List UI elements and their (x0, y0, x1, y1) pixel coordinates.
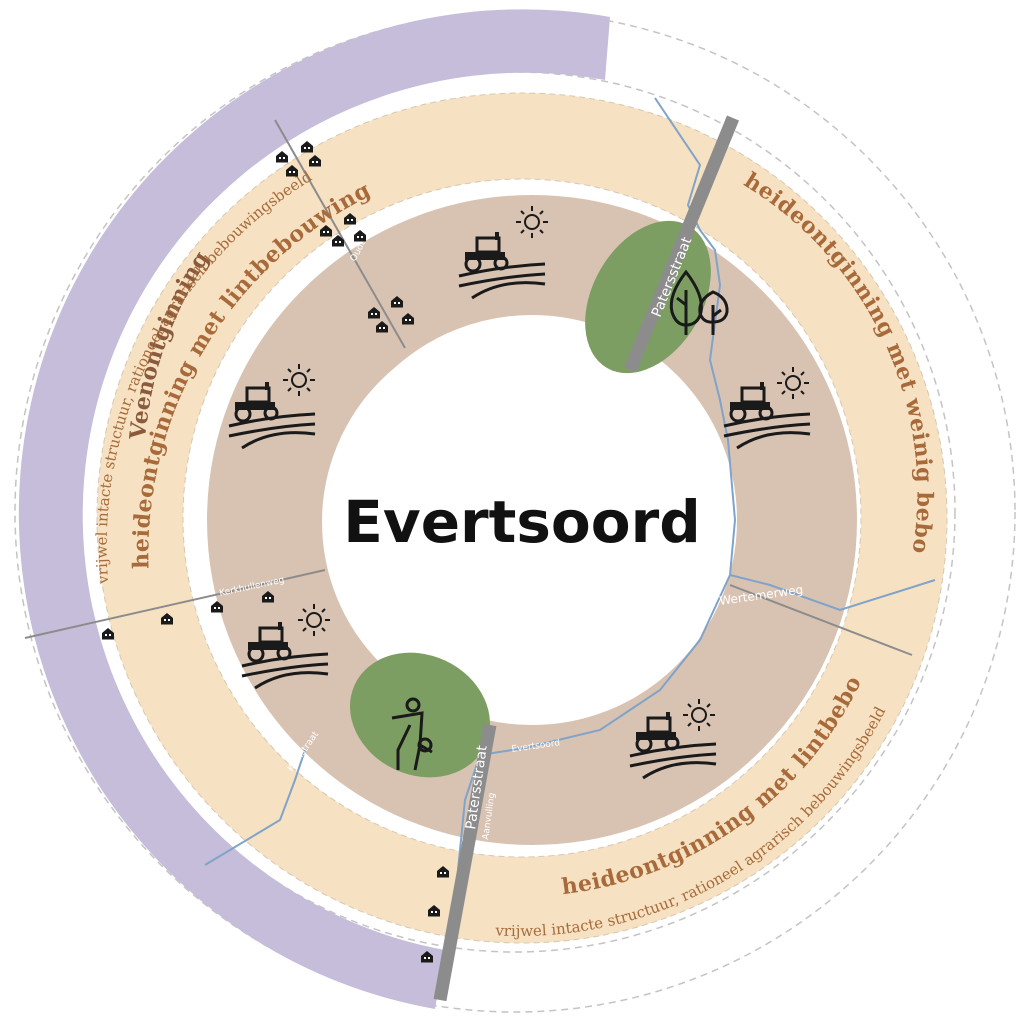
roads (24, 115, 913, 1002)
center-circle (322, 322, 722, 722)
tree-icon (669, 269, 729, 335)
heide-inner-edge (182, 178, 862, 858)
core-ring (207, 195, 857, 845)
heide-outer-edge (96, 92, 948, 944)
football-player-icon (391, 697, 433, 771)
center-title: Evertsoord (343, 488, 700, 556)
green-sports-area (349, 652, 491, 778)
heide-ring (97, 93, 947, 943)
